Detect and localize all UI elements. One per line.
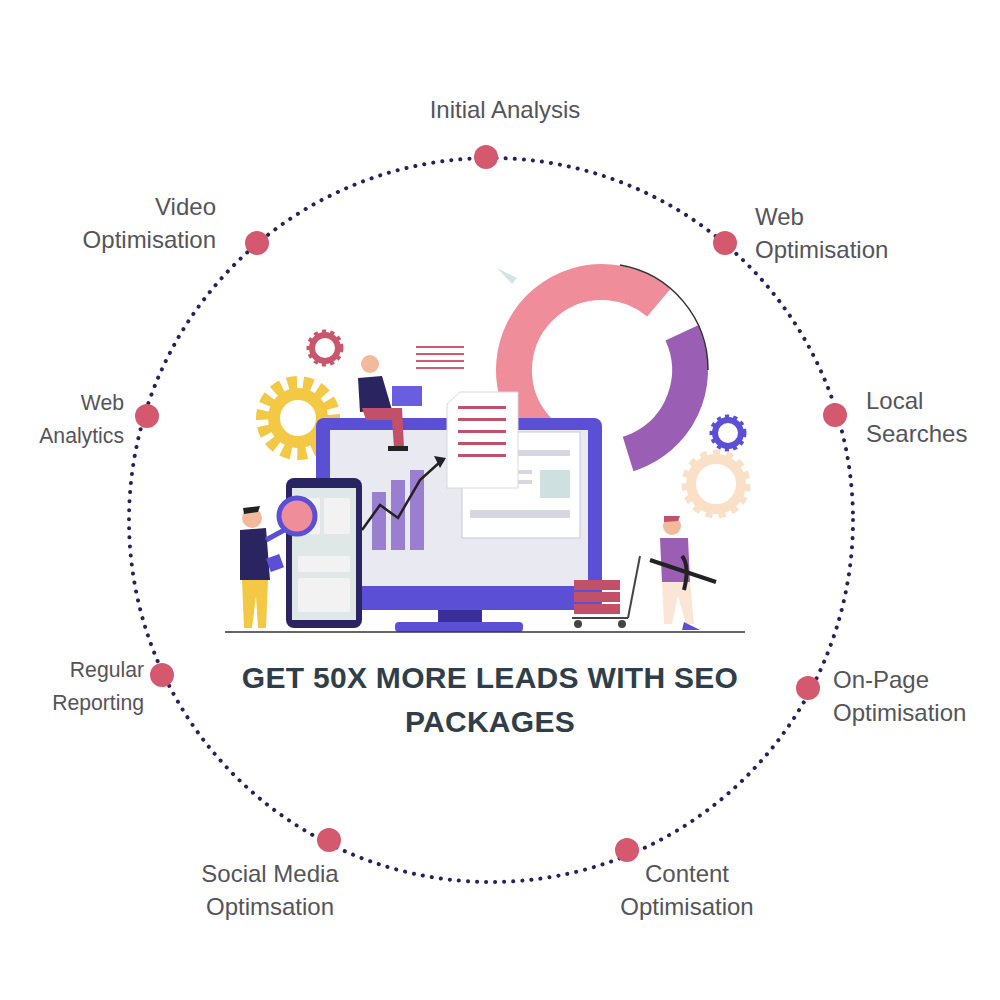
server-cart <box>572 556 640 628</box>
step-label: On-Page Optimisation <box>833 663 993 729</box>
step-label: Regular Reporting <box>4 653 144 719</box>
step-label: Content Optimisation <box>592 857 782 923</box>
document <box>447 392 518 488</box>
step-label: Web Analytics <box>4 386 124 452</box>
step-label: Video Optimisation <box>16 190 216 256</box>
diagram-title: GET 50X MORE LEADS WITH SEO PACKAGES <box>225 656 755 744</box>
person-laptop <box>358 355 422 451</box>
dotted-ring <box>129 158 853 882</box>
person-pickaxe <box>650 516 716 630</box>
step-label: Social Media Optimsation <box>175 857 365 923</box>
ground-line <box>225 631 745 633</box>
step-label: Web Optimisation <box>755 200 935 266</box>
binary-marks <box>416 346 464 369</box>
step-label: Initial Analysis <box>375 93 635 126</box>
step-label: Local Searches <box>866 384 996 450</box>
person-magnifier <box>240 498 315 628</box>
ring-dots <box>135 145 847 862</box>
